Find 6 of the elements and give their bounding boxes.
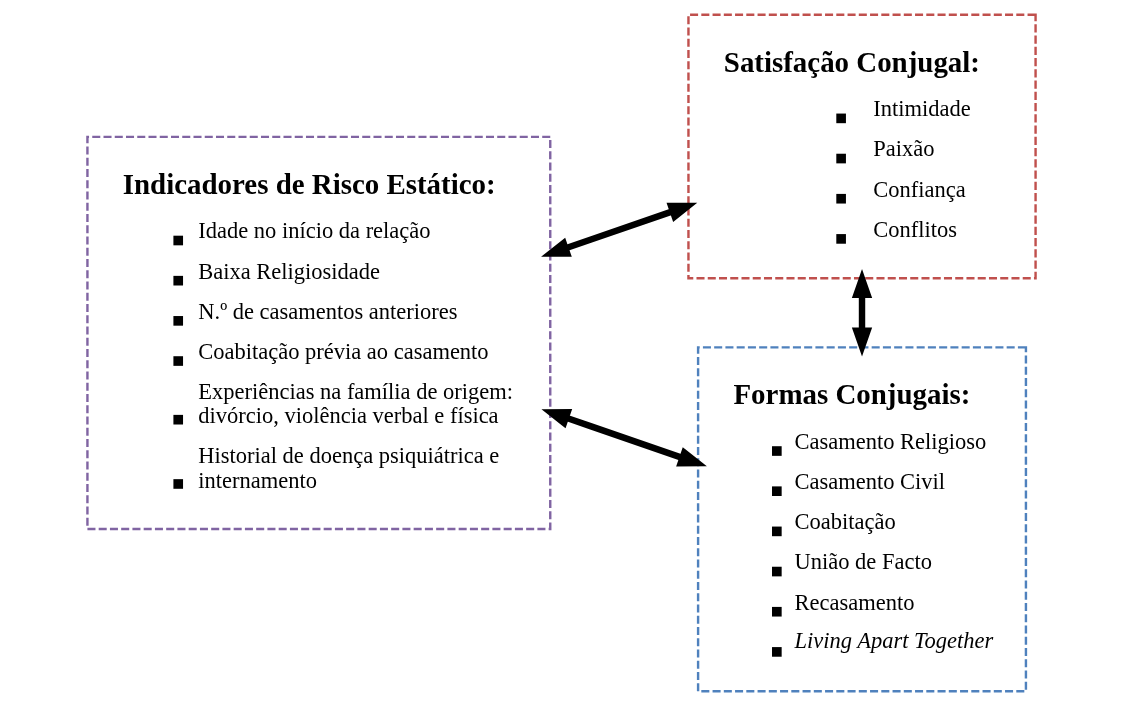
arrow xyxy=(541,409,707,467)
arrow xyxy=(851,268,873,357)
node-box: Indicadores de Risco Estático: Idade no início da relação Baixa Religiosidade N.º de casamentos anteriores Coabitação prévia ao casamento Experiências na família de origem: divórcio, violência verbal e física Historial de doença psiquiátrica e internamento xyxy=(86,135,552,531)
node-box: Formas Conjugais: Casamento Religioso Casamento Civil Coabitação União de Facto Recasamento Living Apart Together xyxy=(696,346,1028,693)
node-box: Satisfação Conjugal: Intimidade Paixão Confiança Conflitos xyxy=(687,13,1037,280)
arrow xyxy=(541,202,698,257)
